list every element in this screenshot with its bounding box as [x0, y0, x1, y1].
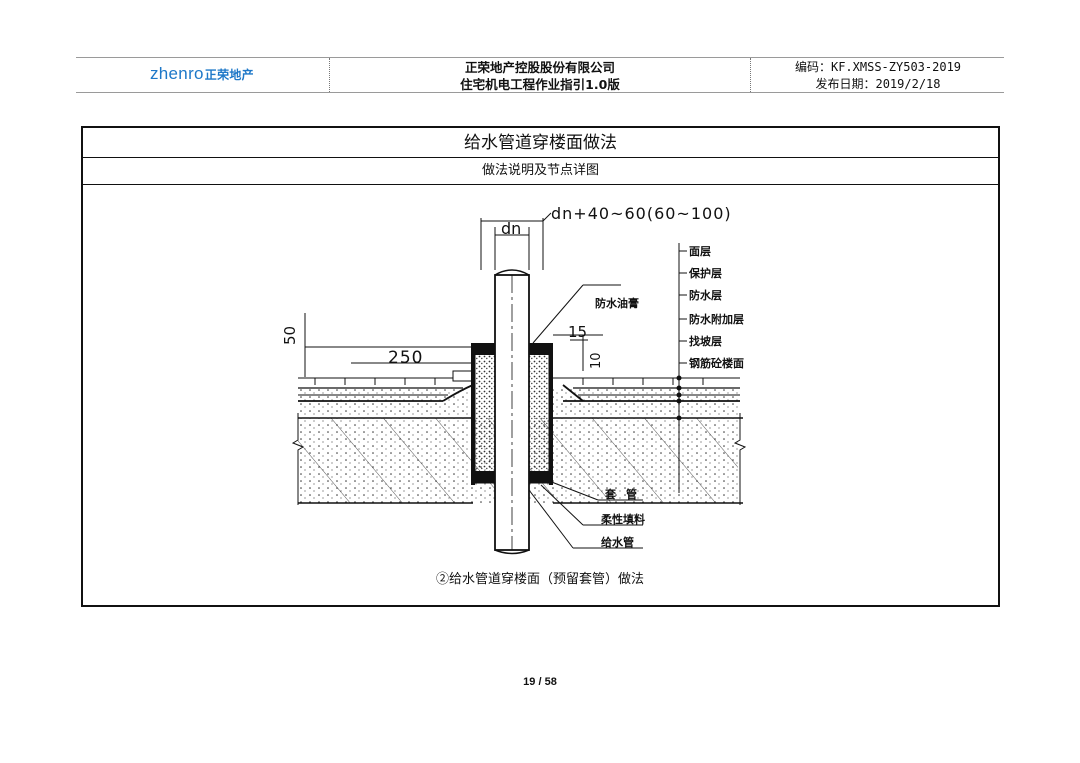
header-bottom-rule	[76, 92, 1004, 93]
header-divider-right	[750, 58, 751, 92]
layer-label-4: 找坡层	[689, 334, 722, 348]
dim-sleeve-label: dn+40~60(60~100)	[551, 204, 732, 223]
document-code: 编码：KF.XMSS-ZY503-2019	[794, 60, 962, 74]
layer-label-2: 防水层	[689, 288, 722, 302]
section-title: 给水管道穿楼面做法	[83, 128, 998, 158]
layer-label-3: 防水附加层	[689, 312, 744, 326]
section-subtitle: 做法说明及节点详图	[83, 158, 998, 185]
layer-label-5: 钢筋砼楼面	[689, 356, 744, 370]
publish-date: 发布日期：2019/2/18	[815, 77, 941, 91]
logo-latin: zhenro	[150, 64, 204, 83]
header-divider-left	[329, 58, 330, 92]
layer-label-0: 面层	[689, 245, 711, 258]
logo-chinese: 正荣地产	[204, 68, 254, 82]
dimensions	[304, 212, 621, 377]
dim-10-label: 10	[589, 352, 604, 369]
figure-caption: ②给水管道穿楼面（预留套管）做法	[435, 572, 644, 587]
layer-label-1: 保护层	[688, 266, 722, 280]
bottom-label-sleeve: 套管	[605, 487, 647, 501]
company-name: 正荣地产控股股份有限公司	[464, 60, 615, 75]
company-logo: zhenro正荣地产	[150, 64, 254, 84]
detail-drawing: dn dn+40~60(60~100) 50 250 15 10 防水油膏 面层…	[83, 185, 998, 605]
pipe-assembly	[471, 269, 553, 555]
dim-15-label: 15	[568, 323, 587, 341]
floor-layers	[298, 370, 740, 418]
header-top-rule	[76, 57, 1004, 58]
bottom-label-pipe: 给水管	[601, 535, 634, 549]
label-waterproof-paste: 防水油膏	[595, 296, 639, 310]
document-title: 住宅机电工程作业指引1.0版	[460, 77, 620, 92]
dim-250-label: 250	[388, 348, 423, 368]
content-table: 给水管道穿楼面做法 做法说明及节点详图	[81, 126, 1000, 607]
drawing-labels: dn dn+40~60(60~100) 50 250 15 10 防水油膏 面层…	[281, 204, 744, 549]
page-number: 19 / 58	[523, 676, 557, 688]
dim-50-label: 50	[281, 326, 299, 345]
dim-dn-label: dn	[501, 219, 521, 238]
pipe-detail-svg: dn dn+40~60(60~100) 50 250 15 10 防水油膏 面层…	[281, 204, 747, 555]
layer-leaders	[528, 243, 687, 549]
bottom-label-filler: 柔性填料	[600, 512, 645, 526]
